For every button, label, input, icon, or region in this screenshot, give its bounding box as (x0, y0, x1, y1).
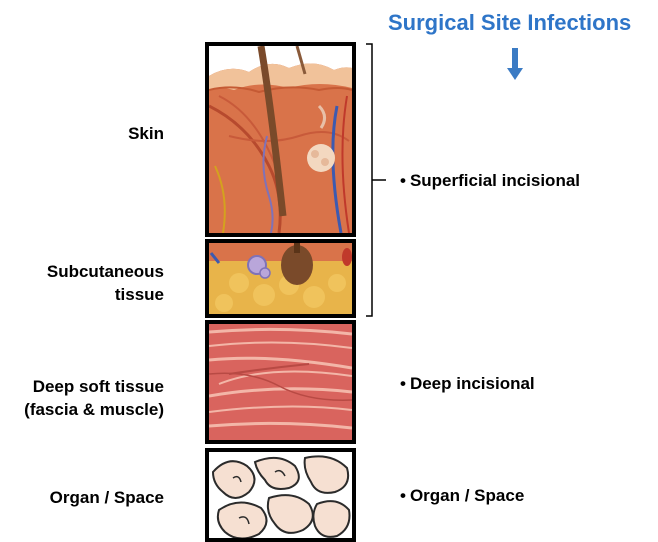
subcutaneous-illustration (205, 239, 356, 318)
down-arrow-icon (505, 48, 525, 82)
category-organ-space: •Organ / Space (400, 486, 524, 506)
muscle-illustration (205, 320, 356, 444)
category-deep-incisional: •Deep incisional (400, 374, 535, 394)
layer-label-organ-space: Organ / Space (0, 486, 164, 509)
layer-label-deep-soft-tissue: Deep soft tissue (fascia & muscle) (0, 375, 164, 421)
layer-label-skin: Skin (60, 122, 164, 145)
diagram-title: Surgical Site Infections (388, 10, 658, 36)
skin-illustration (205, 42, 356, 237)
layer-label-subcutaneous: Subcutaneous tissue (10, 260, 164, 306)
category-superficial-incisional: •Superficial incisional (400, 171, 580, 191)
organ-illustration (205, 448, 356, 542)
bracket-icon (360, 42, 396, 318)
